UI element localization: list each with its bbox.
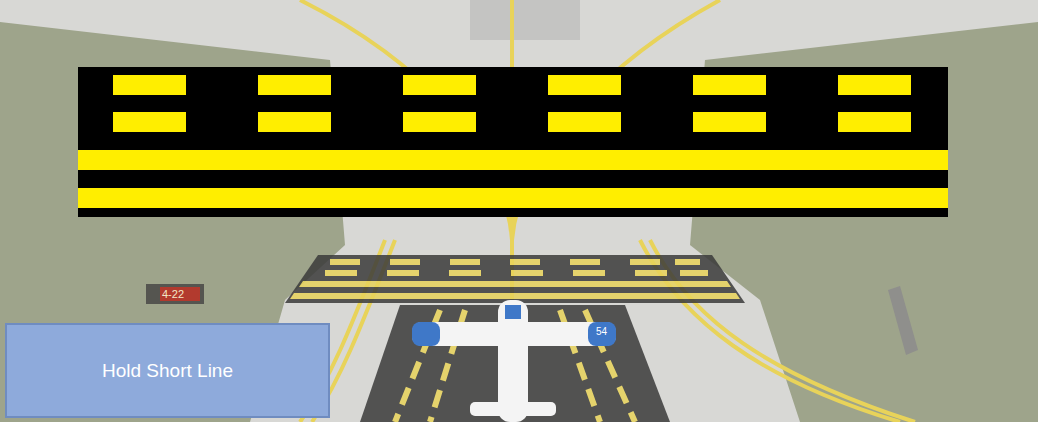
sign-block — [888, 286, 918, 355]
scene-hold-short-marking — [285, 255, 745, 303]
runway-sign-text: 4-22 — [162, 289, 184, 300]
callout-text: Hold Short Line — [102, 360, 233, 382]
aircraft — [412, 300, 616, 422]
callout-box: Hold Short Line — [5, 323, 330, 418]
sign-post — [146, 284, 204, 304]
pavement-patch — [470, 0, 580, 40]
aircraft-number: 54 — [596, 327, 607, 337]
hold-short-line-enlarged — [78, 67, 948, 217]
